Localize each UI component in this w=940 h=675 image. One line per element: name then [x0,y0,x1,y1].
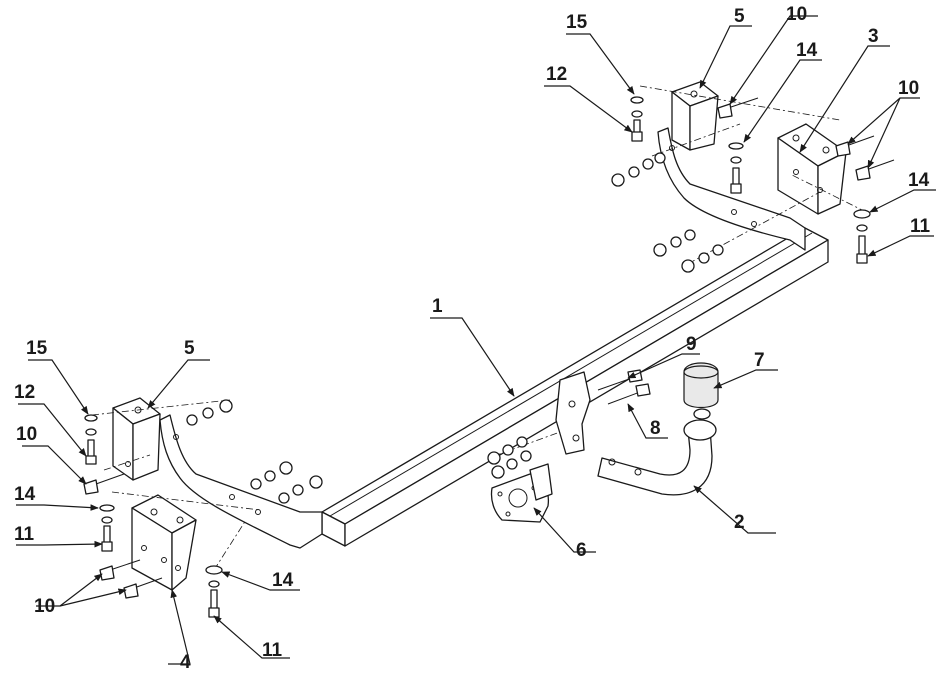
bolt-11-right-top [730,167,742,194]
callout-10-right: 10 [898,78,919,99]
right-upper-bracket [671,81,719,151]
bolt-11-left [101,525,113,552]
bolt-11-right-bottom [856,235,868,264]
washer-15-left [84,414,98,436]
nuts-washers-right-mid [653,229,724,273]
callout-5-left: 5 [184,338,195,359]
left-upper-bracket [112,397,161,481]
callout-14-right-top: 14 [796,40,818,61]
washer-14-bottom [205,565,223,588]
callout-9: 9 [686,334,697,355]
callout-2: 2 [734,512,745,533]
callout-14-left: 14 [14,484,36,505]
bolt-10-left-upper [83,473,125,495]
callout-12-right: 12 [546,64,567,85]
washer-15-right [630,96,644,118]
callout-1: 1 [432,296,443,317]
nuts-washers-right-top [611,152,666,187]
left-bracket-plate [131,494,197,591]
nuts-washers-left-top [186,399,233,426]
right-bracket-plate [777,123,847,215]
callout-15-left: 15 [26,338,48,359]
callout-12-left: 12 [14,382,35,403]
left-side-arm [159,414,323,549]
callout-6: 6 [576,540,587,561]
callout-11-bottom: 11 [262,640,283,661]
callout-15-right: 15 [566,12,588,33]
bolts-10-right [835,135,895,181]
washer-14-right-top [728,142,744,164]
callout-11-right: 11 [910,216,931,237]
washer-14-right-bottom [853,209,871,232]
callout-3: 3 [868,26,879,47]
nuts-washers-left-mid [250,461,323,504]
bolt-8 [607,383,651,405]
bolt-12-left [85,439,97,465]
nuts-washers-centre [487,436,532,479]
tow-ball-neck [597,408,717,496]
callout-11-left: 11 [14,524,35,545]
ball-mount-plate [555,371,591,455]
washer-14-left [99,504,115,524]
callout-5-right: 5 [734,6,745,27]
callout-10-right-top: 10 [786,4,807,25]
callout-8: 8 [650,418,661,439]
tow-ball-cover [683,362,719,409]
callout-7: 7 [754,350,765,371]
leader-lines [16,15,936,665]
callout-4: 4 [180,652,191,673]
bolt-12-right [631,119,643,142]
right-side-arm [657,127,806,251]
callout-14-right: 14 [908,170,930,191]
bolt-10-right-top [717,97,759,119]
callout-14-bottom: 14 [272,570,294,591]
bolt-11-bottom [208,589,220,618]
callout-10-left-lower: 10 [34,596,55,617]
callout-10-left-upper: 10 [16,424,37,445]
